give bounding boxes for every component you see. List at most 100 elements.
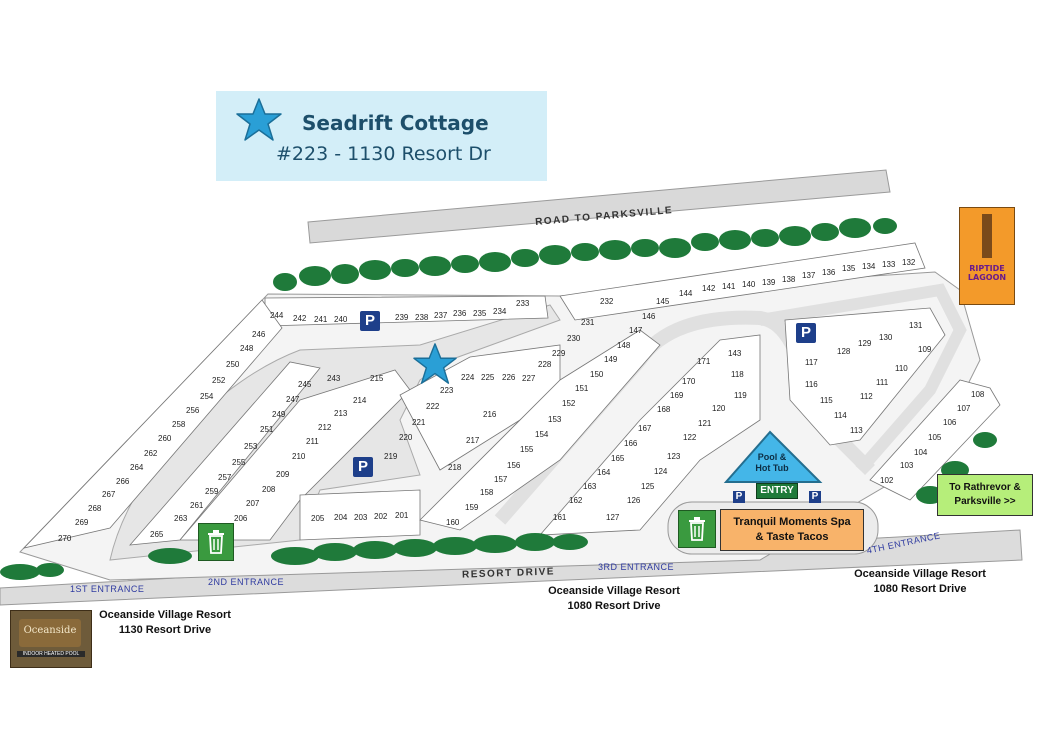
lot-label: 103 — [900, 461, 914, 470]
lot-label: 137 — [802, 271, 816, 280]
lot-label: 239 — [395, 313, 409, 322]
first-entrance-label: 1ST ENTRANCE — [70, 584, 145, 594]
lot-label: 115 — [820, 396, 833, 405]
lot-label: 164 — [597, 468, 611, 477]
lot-label: 157 — [494, 475, 508, 484]
oceanside-sign-photo: Oceanside INDOOR HEATED POOL — [10, 610, 92, 668]
lot-label: 219 — [384, 452, 398, 461]
lot-label: 220 — [399, 433, 413, 442]
lot-label: 120 — [712, 404, 726, 413]
spa-tacos-sign: Tranquil Moments Spa & Taste Tacos — [720, 509, 864, 551]
lot-label: 224 — [461, 373, 475, 382]
lot-label: 256 — [186, 406, 200, 415]
lot-label: 252 — [212, 376, 226, 385]
lot-label: 262 — [144, 449, 158, 458]
entry-sign: ENTRY — [756, 483, 798, 499]
resort-1130-label: Oceanside Village Resort 1130 Resort Dri… — [94, 608, 236, 638]
resort-1080-b-addr: 1080 Resort Drive — [873, 583, 967, 595]
lot-label: 147 — [629, 326, 643, 335]
lot-label: 215 — [370, 374, 384, 383]
resort-1080-a-label: Oceanside Village Resort 1080 Resort Dri… — [540, 584, 688, 614]
lot-label: 235 — [473, 309, 487, 318]
lot-label: 152 — [562, 399, 576, 408]
lot-label: 241 — [314, 315, 328, 324]
lot-label: 234 — [493, 307, 507, 316]
lot-label: 269 — [75, 518, 89, 527]
lot-label: 211 — [306, 437, 319, 446]
east-road — [759, 283, 967, 474]
lot-label: 107 — [957, 404, 971, 413]
rathrevor-direction-sign: To Rathrevor & Parksville >> — [937, 474, 1033, 516]
lot-label: 236 — [453, 309, 467, 318]
lot-label: 135 — [842, 264, 856, 273]
lot-label: 203 — [354, 513, 368, 522]
lot-blocks — [22, 242, 1001, 549]
lot-label: 148 — [617, 341, 631, 350]
lot-label: 129 — [858, 339, 872, 348]
lot-label: 170 — [682, 377, 696, 386]
lot-label: 221 — [412, 418, 426, 427]
lot-label: 156 — [507, 461, 521, 470]
lot-label: 230 — [567, 334, 581, 343]
oceanside-sign-text: Oceanside — [23, 625, 77, 636]
lot-label: 243 — [327, 374, 341, 383]
lot-label: 265 — [150, 530, 164, 539]
lot-label: 267 — [102, 490, 116, 499]
lot-label: 225 — [481, 373, 495, 382]
resort-1080-a-addr: 1080 Resort Drive — [567, 600, 661, 612]
lot-label: 122 — [683, 433, 697, 442]
parking-icon: P — [733, 491, 745, 503]
rathrevor-line2: Parksville >> — [954, 496, 1016, 507]
lot-label: 163 — [583, 482, 597, 491]
lot-label: 171 — [697, 357, 711, 366]
lot-label: 102 — [880, 476, 894, 485]
lot-label: 223 — [440, 386, 454, 395]
lot-label: 264 — [130, 463, 144, 472]
lot-label: 168 — [657, 405, 671, 414]
lot-label: 226 — [502, 373, 516, 382]
lot-label: 110 — [895, 364, 908, 373]
lot-label: 261 — [190, 501, 204, 510]
lot-label: 154 — [535, 430, 549, 439]
lot-label: 216 — [483, 410, 497, 419]
lot-label: 139 — [762, 278, 776, 287]
lot-label: 237 — [434, 311, 448, 320]
lot-label: 204 — [334, 513, 348, 522]
spa-line2: & Taste Tacos — [755, 531, 829, 543]
lot-label: 144 — [679, 289, 693, 298]
lot-label: 229 — [552, 349, 566, 358]
lot-label: 124 — [654, 467, 668, 476]
pool-label-line1: Pool & — [757, 452, 787, 462]
tree-line — [0, 218, 997, 580]
starfish-icon — [413, 343, 457, 384]
lot-label: 244 — [270, 311, 284, 320]
lot-label: 161 — [553, 513, 567, 522]
parking-icon: P — [353, 457, 373, 477]
lot-label: 212 — [318, 423, 332, 432]
lot-label: 128 — [837, 347, 851, 356]
lot-label: 132 — [902, 258, 916, 267]
lot-label: 246 — [252, 330, 266, 339]
lot-label: 160 — [446, 518, 460, 527]
lot-label: 104 — [914, 448, 928, 457]
property-address: #223 - 1130 Resort Dr — [276, 143, 491, 165]
lot-label: 131 — [909, 321, 923, 330]
lot-label: 249 — [272, 410, 286, 419]
lot-label: 155 — [520, 445, 534, 454]
lot-label: 233 — [516, 299, 530, 308]
lot-label: 138 — [782, 275, 796, 284]
lot-label: 117 — [805, 358, 818, 367]
lot-label: 206 — [234, 514, 248, 523]
lot-label: 238 — [415, 313, 429, 322]
lot-label: 227 — [522, 374, 536, 383]
third-entrance-label: 3RD ENTRANCE — [598, 562, 675, 572]
lot-label: 259 — [205, 487, 219, 496]
lot-label: 114 — [834, 411, 847, 420]
lot-label: 113 — [850, 426, 863, 435]
lot-label: 125 — [641, 482, 655, 491]
lot-label: 232 — [600, 297, 614, 306]
lot-label: 260 — [158, 434, 172, 443]
pool-label: Pool & Hot Tub — [752, 452, 792, 474]
parking-icon: P — [809, 491, 821, 503]
lot-label: 121 — [698, 419, 712, 428]
